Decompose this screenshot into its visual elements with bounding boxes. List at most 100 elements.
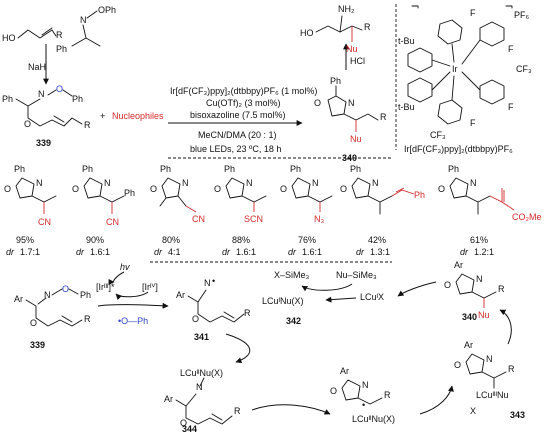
nu-sime3: Nu–SiMe₃ xyxy=(336,270,377,280)
nucleophiles-label: Nucleophiles xyxy=(112,111,164,121)
atom-o: O xyxy=(72,184,79,194)
dr-label: dr xyxy=(356,247,365,257)
atom-ar: Ar xyxy=(464,340,473,350)
ir3-star: [Irᴵᴵᴵ]* xyxy=(96,282,115,292)
compound-344-label: 343 xyxy=(510,410,525,420)
nu-ph: Ph xyxy=(414,190,425,200)
atom-ph: Ph xyxy=(290,164,301,174)
atom-r: R xyxy=(384,390,391,400)
dr-label: dr xyxy=(6,247,15,257)
atom-ph: Ph xyxy=(224,164,235,174)
product-7-yield: 61% xyxy=(470,235,488,245)
pf6-label: PF₆ xyxy=(514,10,530,20)
atom-r: R xyxy=(84,120,91,130)
atom-ph: Ph xyxy=(14,164,25,174)
atom-n: N xyxy=(36,178,43,188)
atom-ho: HO xyxy=(2,33,16,43)
atom-n: N xyxy=(362,380,369,390)
atom-n: N xyxy=(470,178,477,188)
atom-cf3: CF₃ xyxy=(516,64,532,74)
atom-n: N xyxy=(204,278,211,288)
atom-r: R xyxy=(84,314,91,324)
atom-o: O xyxy=(438,184,445,194)
compound-341-structure: Ar N • O R 341 xyxy=(176,276,251,342)
dr-label: dr xyxy=(288,247,297,257)
dr-label: dr xyxy=(154,247,163,257)
nu-co2me: CO₂Me xyxy=(512,212,542,222)
catalyst-loading: Ir[dF(CF₃)ppy]₂(dtbbpy)PF₆ (1 mol%) xyxy=(170,86,317,96)
atom-ar: Ar xyxy=(454,260,463,270)
atom-r: R xyxy=(56,30,63,40)
atom-ph: Ph xyxy=(330,76,341,86)
atom-oph: OPh xyxy=(98,5,116,15)
copper-loading: Cu(OTf)₂ (3 mol%) xyxy=(206,98,281,108)
atom-ir: Ir xyxy=(452,64,458,74)
compound-343-structure: LCuᴵᴵNu(X) Ar N O R 344 xyxy=(164,368,241,434)
atom-r: R xyxy=(498,284,505,294)
base-label: NaH xyxy=(28,62,46,72)
atom-n: N xyxy=(476,274,483,284)
nu-cn: CN xyxy=(38,217,51,227)
atom-x: X xyxy=(470,406,476,416)
atom-tbu: t-Bu xyxy=(398,36,415,46)
atom-o: O xyxy=(330,386,337,396)
dr-label: dr xyxy=(460,247,469,257)
product-4: Ph O N SCN 88% dr 1.6:1 xyxy=(214,164,267,257)
hv-label: hv xyxy=(120,262,130,272)
lcu3-nu: LCuᴵᴵᴵNu xyxy=(476,390,509,400)
solvent-label: MeCN/DMA (20 : 1) xyxy=(198,130,277,140)
lcu-nu-x-342: LCuᴵNu(X) xyxy=(262,296,304,306)
nu-n3: N₃ xyxy=(314,214,324,224)
atom-f: F xyxy=(508,44,514,54)
atom-nh2: NH₂ xyxy=(338,4,355,14)
atom-o: O xyxy=(444,280,451,290)
atom-tbu: t-Bu xyxy=(398,102,415,112)
product-4-yield: 88% xyxy=(232,235,250,245)
product-3-dr: 4:1 xyxy=(168,247,181,257)
catalyst-name: Ir[dF(CF₃)ppy]₂(dtbbpy)PF₆ xyxy=(404,144,513,154)
product-7-dr: 1.2:1 xyxy=(474,247,494,257)
atom-n: N xyxy=(372,178,379,188)
dr-label: dr xyxy=(222,247,231,257)
atom-o: O xyxy=(30,318,37,328)
lcu-x: LCuᴵX xyxy=(360,292,384,302)
atom-o: O xyxy=(280,184,287,194)
atom-n: N xyxy=(38,89,45,99)
atom-ph: Ph xyxy=(160,164,171,174)
atom-nu: Nu xyxy=(478,310,490,320)
atom-ar: Ar xyxy=(14,294,23,304)
atom-o: O xyxy=(150,184,157,194)
atom-o: O xyxy=(180,418,187,428)
atom-ph: Ph xyxy=(56,44,67,54)
product-7: Ph O N CO₂Me 61% dr 1.2:1 xyxy=(438,164,542,257)
nu-cn: CN xyxy=(192,214,205,224)
atom-o: O xyxy=(192,314,199,324)
atom-o: O xyxy=(24,119,31,129)
compound-339-label: 339 xyxy=(36,138,51,148)
atom-o: O xyxy=(4,184,11,194)
nu-scn: SCN xyxy=(244,214,263,224)
atom-r: R xyxy=(244,308,251,318)
amino-alcohol-structure: HO NH₂ R Nu xyxy=(300,4,371,54)
atom-nu: Nu xyxy=(346,44,358,54)
product-1: Ph O N CN 95% dr 1.7:1 xyxy=(4,164,57,257)
compound-339-mech: Ar N O Ph O R 339 xyxy=(14,284,91,350)
atom-r: R xyxy=(234,406,241,416)
compound-340-mech-label: 340 xyxy=(462,312,477,322)
product-5: Ph O N N₃ 76% dr 1.6:1 xyxy=(280,164,333,257)
x-sime3: X–SiMe₃ xyxy=(274,270,310,280)
atom-ar: Ar xyxy=(176,290,185,300)
iridium-catalyst-structure: PF₆ Ir t-Bu t-Bu F F F F CF₃ CF₃ Ir[dF(C… xyxy=(398,5,532,154)
phenoxy-radical: •O—Ph xyxy=(118,316,148,326)
product-1-yield: 95% xyxy=(16,235,34,245)
atom-ph: Ph xyxy=(82,164,93,174)
compound-339-mech-label: 339 xyxy=(30,340,45,350)
atom-ph: Ph xyxy=(72,94,83,104)
atom-n: N xyxy=(44,290,51,300)
atom-r: R xyxy=(508,364,515,374)
product-5-yield: 76% xyxy=(298,235,316,245)
compound-344-structure: Ar O N R LCuᴵᴵᴵNu X 343 xyxy=(454,340,525,420)
radical-dot: • xyxy=(212,276,215,286)
lcu2-nu-x: LCuᴵᴵNu(X) xyxy=(180,368,223,378)
